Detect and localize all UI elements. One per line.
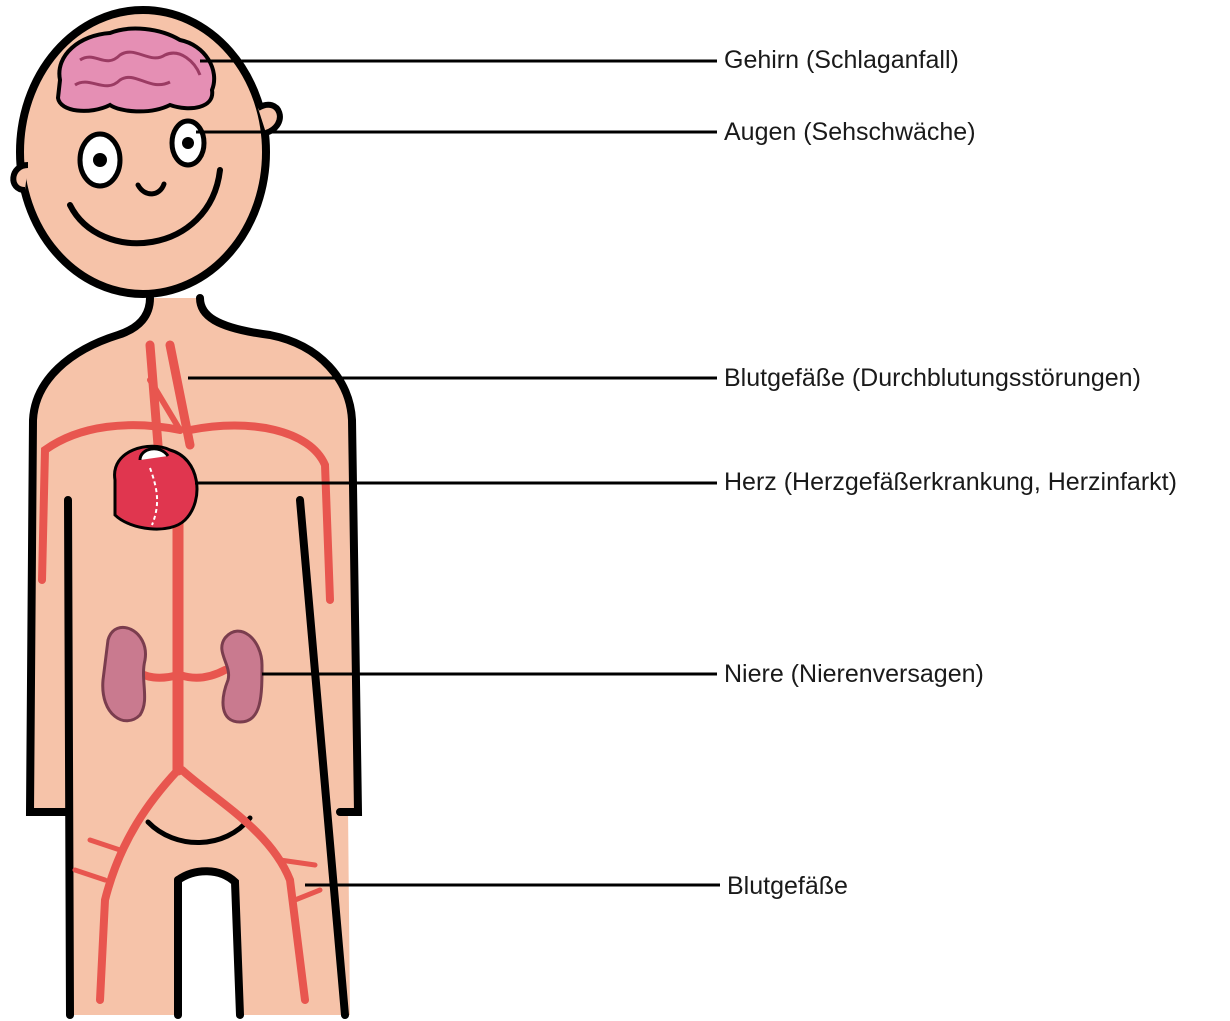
- right-kidney: [222, 631, 262, 722]
- label-blood-vessels-lower: Blutgefäße: [727, 871, 848, 901]
- label-brain: Gehirn (Schlaganfall): [724, 45, 959, 75]
- label-blood-vessels-upper: Blutgefäße (Durchblutungsstörungen): [724, 363, 1141, 393]
- right-pupil: [182, 137, 194, 149]
- label-heart: Herz (Herzgefäßerkrankung, Herzinfarkt): [724, 467, 1177, 497]
- left-arm-inner: [68, 500, 70, 1015]
- crotch: [178, 871, 240, 1015]
- label-eyes: Augen (Sehschwäche): [724, 117, 976, 147]
- torso: [30, 298, 358, 1015]
- left-kidney: [103, 627, 146, 720]
- left-pupil: [93, 153, 107, 167]
- label-kidney: Niere (Nierenversagen): [724, 659, 984, 689]
